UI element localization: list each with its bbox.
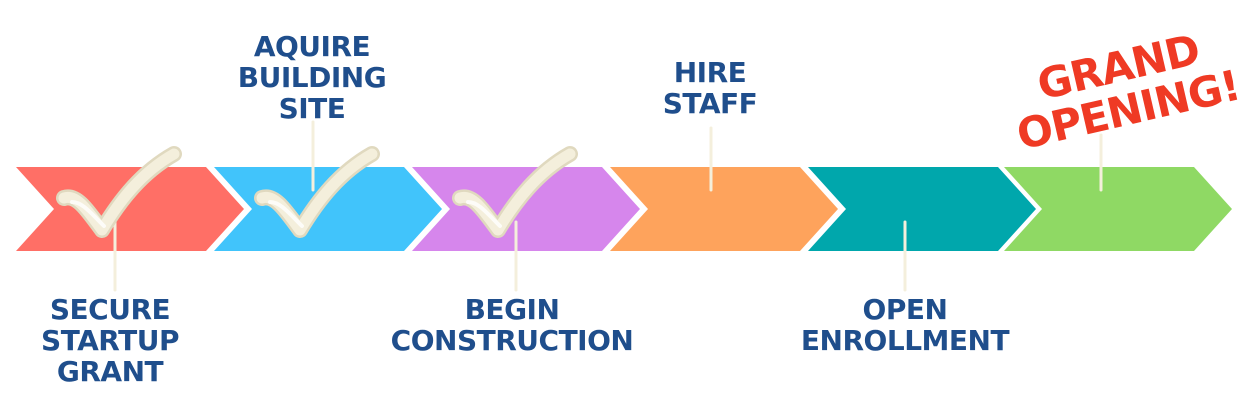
checkmark-icon bbox=[56, 146, 182, 238]
step-label-line: OPEN bbox=[862, 293, 948, 326]
step-label-line: BEGIN bbox=[464, 293, 560, 326]
chevron-step-6 bbox=[1004, 167, 1232, 251]
step-label-line: SECURE bbox=[49, 293, 171, 326]
step-label-line: BUILDING bbox=[237, 61, 387, 94]
step-label-line: AQUIRE bbox=[253, 30, 371, 63]
chevron-step-3 bbox=[412, 167, 640, 251]
checkmark-icon bbox=[452, 146, 578, 238]
chevron-step-2 bbox=[214, 167, 442, 251]
step-label-line: STAFF bbox=[662, 87, 758, 120]
step-label-line: CONSTRUCTION bbox=[390, 324, 634, 357]
chevron-step-1 bbox=[16, 167, 244, 251]
checkmark-icon bbox=[254, 146, 380, 238]
chevron-step-5 bbox=[808, 167, 1036, 251]
step-label-line: STARTUP bbox=[41, 324, 179, 357]
step-label-line: GRANT bbox=[56, 355, 164, 388]
step-label-line: SITE bbox=[278, 92, 346, 125]
step-label-line: ENROLLMENT bbox=[800, 324, 1010, 357]
step-label-line: HIRE bbox=[673, 56, 747, 89]
chevron-step-4 bbox=[610, 167, 838, 251]
